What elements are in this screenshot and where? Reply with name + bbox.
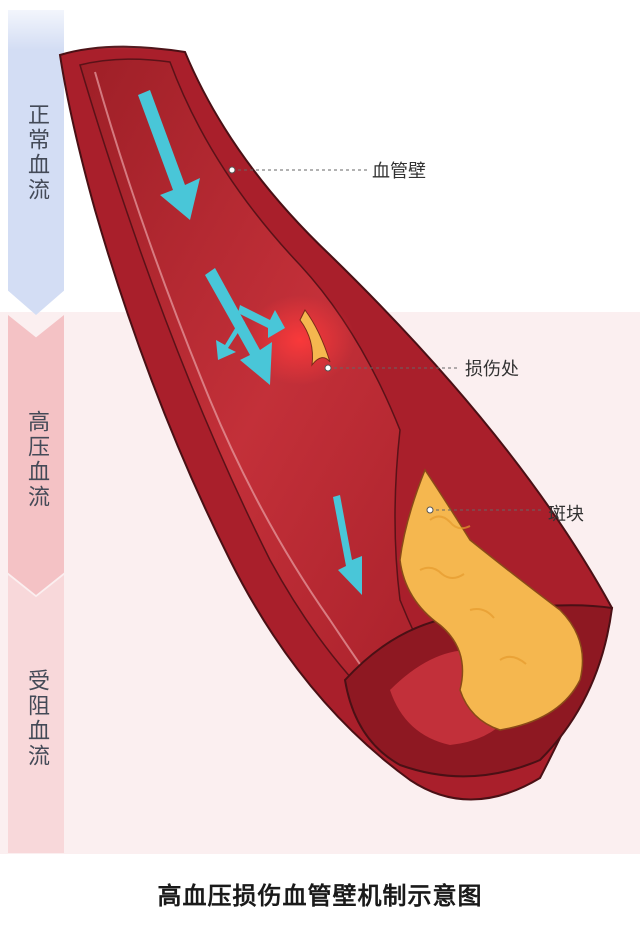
plaque-texture xyxy=(419,515,527,665)
inner-wall-line xyxy=(94,71,401,721)
flow-arrow-icon xyxy=(333,495,362,595)
callout-damage-site: 损伤处 xyxy=(465,359,519,380)
callout-vessel-wall: 血管壁 xyxy=(372,161,426,182)
top-fade xyxy=(0,0,640,50)
stage-high-label: 高压血流 xyxy=(24,410,49,510)
callout-dot-wall xyxy=(228,166,236,174)
callout-dot-plaque xyxy=(426,506,434,514)
stage-blocked-flow: 受阻血流 xyxy=(8,575,64,853)
stage-blocked-label: 受阻血流 xyxy=(24,669,49,769)
deflected-arrow-icon xyxy=(216,305,285,360)
figure-caption: 高血压损伤血管壁机制示意图 xyxy=(157,882,483,910)
stage-normal-flow: 正常血流 xyxy=(8,10,64,315)
flow-arrow-icon xyxy=(138,90,200,220)
damage-tear xyxy=(299,309,331,367)
stage-high-pressure-flow: 高压血流 xyxy=(8,315,64,595)
stage-normal-label: 正常血流 xyxy=(24,102,49,203)
plaque xyxy=(399,468,584,731)
vessel-illustration xyxy=(0,0,640,801)
callout-plaque: 斑块 xyxy=(548,504,584,525)
callout-dot-damage xyxy=(324,364,332,372)
